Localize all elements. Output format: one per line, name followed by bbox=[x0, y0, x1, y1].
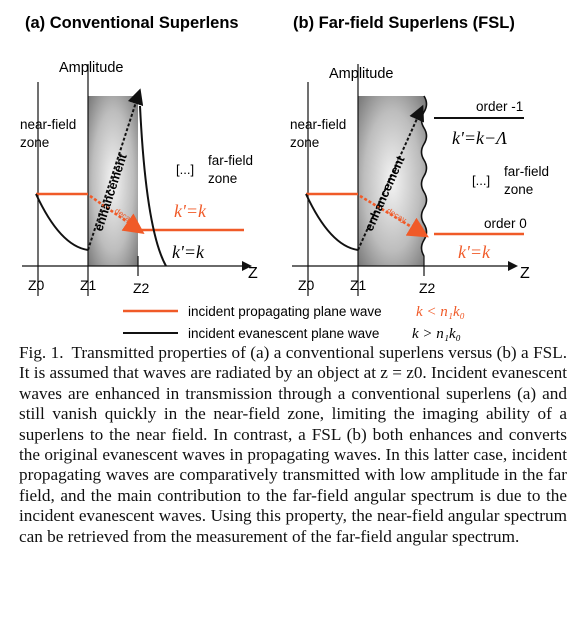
caption-text: Transmitted properties of (a) a conventi… bbox=[19, 343, 568, 546]
caption-label: Fig. 1. bbox=[19, 343, 64, 362]
legend-evanescent-text: incident evanescent plane wave bbox=[188, 326, 379, 341]
near-field-label-2: zone bbox=[290, 135, 319, 150]
z-axis-label: Z bbox=[520, 265, 530, 282]
figure-svg: (a) Conventional Superlens Amplitude nea… bbox=[20, 14, 549, 342]
enhancement-arrow-icon bbox=[357, 104, 425, 251]
z1-label: Z1 bbox=[350, 277, 367, 293]
z-axis-label: Z bbox=[248, 265, 258, 282]
z2-label: Z2 bbox=[133, 280, 150, 296]
decay-arrow-icon bbox=[359, 194, 429, 238]
panel-b: (b) Far-field Superlens (FSL) Amplitude … bbox=[290, 14, 549, 296]
far-field-label-2: zone bbox=[504, 182, 533, 197]
enhancement-arrow-icon bbox=[87, 88, 144, 251]
ellipsis: [...] bbox=[176, 162, 194, 177]
near-field-label: near-field bbox=[20, 117, 76, 132]
order-0-label: order 0 bbox=[484, 216, 527, 231]
far-field-label-2: zone bbox=[208, 171, 237, 186]
legend-propagating-math: k < n₁k₀ bbox=[416, 304, 465, 320]
z-axis-arrow-icon bbox=[508, 261, 518, 271]
k-label-a-2: k'=k bbox=[172, 242, 205, 262]
k-label-a-1: k'=k bbox=[174, 201, 207, 221]
y-axis-label: Amplitude bbox=[329, 66, 393, 82]
evanescent-wave-in bbox=[305, 193, 359, 251]
panel-a-title: (a) Conventional Superlens bbox=[25, 14, 239, 32]
z0-label: Z0 bbox=[28, 277, 45, 293]
k-label-b-2: k'=k bbox=[458, 242, 491, 262]
panel-a: (a) Conventional Superlens Amplitude nea… bbox=[20, 14, 258, 296]
legend-propagating-text: incident propagating plane wave bbox=[188, 304, 382, 319]
z1-label: Z1 bbox=[80, 277, 97, 293]
figure-caption: Fig. 1.Transmitted properties of (a) a c… bbox=[19, 343, 567, 547]
figure: (a) Conventional Superlens Amplitude nea… bbox=[20, 14, 549, 342]
legend-evanescent-math: k > n₁k₀ bbox=[412, 326, 461, 342]
near-field-label-2: zone bbox=[20, 135, 49, 150]
k-label-b-1: k'=k−Λ bbox=[452, 128, 507, 148]
far-field-label: far-field bbox=[504, 164, 549, 179]
order-minus1-label: order -1 bbox=[476, 99, 523, 114]
z0-label: Z0 bbox=[298, 277, 315, 293]
panel-b-title: (b) Far-field Superlens (FSL) bbox=[293, 14, 515, 32]
ellipsis: [...] bbox=[472, 173, 490, 188]
y-axis-label: Amplitude bbox=[59, 60, 123, 76]
far-field-label: far-field bbox=[208, 153, 253, 168]
legend: incident propagating plane wave k < n₁k₀… bbox=[123, 304, 465, 342]
z2-label: Z2 bbox=[419, 280, 436, 296]
decay-arrow-icon bbox=[89, 194, 145, 234]
z-axis-arrow-icon bbox=[242, 261, 252, 271]
evanescent-wave-in bbox=[35, 193, 89, 251]
near-field-label: near-field bbox=[290, 117, 346, 132]
evanescent-wave-out bbox=[139, 105, 167, 267]
